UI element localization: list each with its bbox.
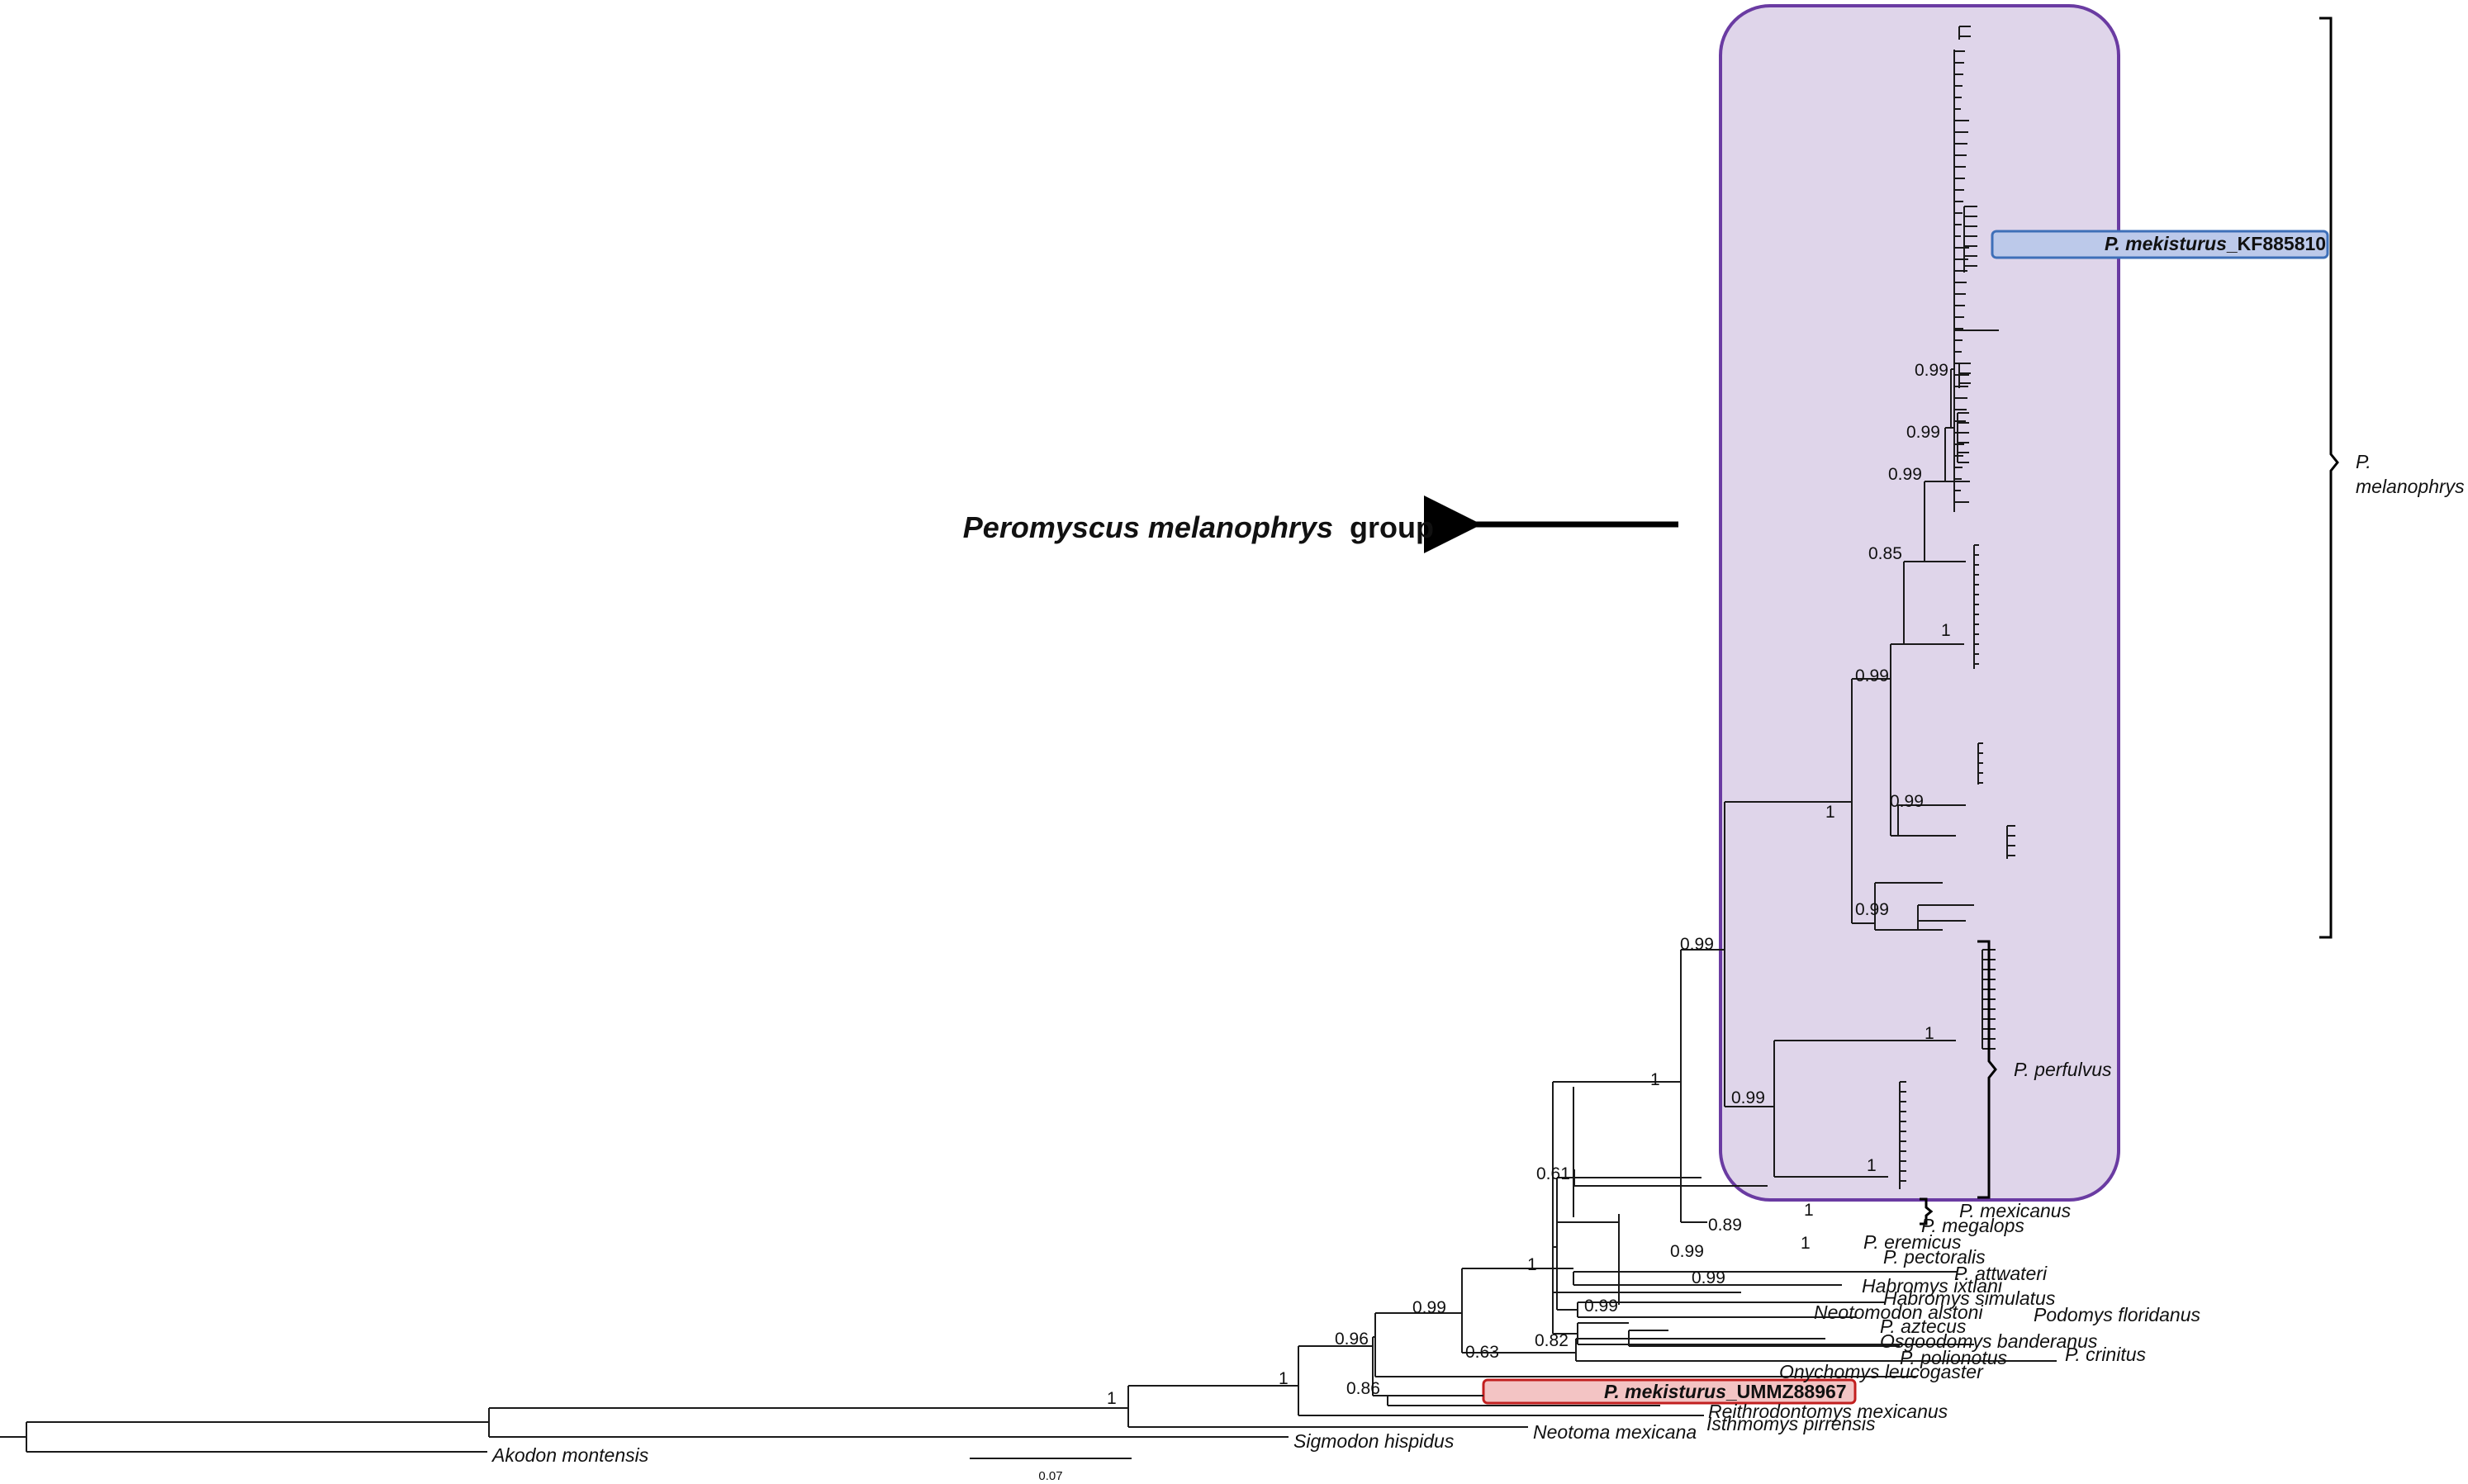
tip-label: Onychomys leucogaster: [1779, 1361, 1984, 1382]
support-value: 1: [1825, 803, 1835, 822]
group-label-plain: group: [1350, 510, 1434, 544]
support-value: 1: [1867, 1156, 1877, 1175]
support-value: 0.99: [1906, 423, 1940, 442]
support-value: 0.85: [1868, 544, 1902, 563]
support-value: 0.99: [1855, 900, 1889, 919]
tip-label: P. megalops: [1921, 1215, 2024, 1236]
support-value: 0.96: [1335, 1330, 1369, 1349]
support-value: 1: [1527, 1255, 1537, 1274]
support-value: 0.99: [1915, 361, 1948, 380]
um-accession: _UMMZ88967: [1725, 1381, 1847, 1402]
support-value: 0.82: [1535, 1331, 1569, 1350]
clade-label-melanophrys-1: P.: [2356, 451, 2371, 472]
tip-label: P. polionotus: [1900, 1347, 2008, 1368]
support-value: 1: [1941, 621, 1951, 640]
support-value: 0.99: [1680, 935, 1714, 954]
tip-label: P. mexicanus: [1959, 1200, 2072, 1221]
tip-label: Habromys simulatus: [1883, 1287, 2056, 1309]
clade-label-melanophrys-2: melanophrys: [2356, 476, 2465, 497]
tip-label: P. eremicus: [1863, 1231, 1962, 1253]
support-value: 1: [1279, 1369, 1289, 1388]
support-value: 0.63: [1465, 1343, 1499, 1362]
perfulvus-bracket: [1977, 940, 1997, 1199]
support-value: 1: [1925, 1024, 1934, 1043]
clade-brackets: [1920, 17, 2339, 1226]
tip-label: P. aztecus: [1880, 1316, 1967, 1337]
taxon-labels: P. mexicanus P. megalops P. eremicus P. …: [491, 1200, 2200, 1466]
scale-bar-label: 0.07: [1038, 1469, 1062, 1483]
mexicanus-bracket: [1920, 1197, 1934, 1226]
support-value: 1: [1107, 1389, 1117, 1408]
tip-label: Akodon montensis: [491, 1444, 649, 1466]
um-species: P. mekisturus: [1604, 1381, 1726, 1402]
tip-label: Sigmodon hispidus: [1293, 1430, 1455, 1452]
melanophrys-bracket: [2319, 17, 2339, 939]
tip-label: Habromys ixtlani: [1862, 1275, 2003, 1297]
kf-accession: _KF885810: [2226, 233, 2326, 254]
support-value: 0.61: [1536, 1164, 1570, 1183]
highlight-label-ummz88967: P. mekisturus_UMMZ88967: [1604, 1381, 1847, 1402]
group-label: Peromyscus melanophrys group: [963, 510, 1434, 544]
highlight-label-kf885810: P. mekisturus_KF885810: [2105, 233, 2326, 254]
support-value: 1: [1801, 1234, 1811, 1253]
support-value: 0.99: [1888, 465, 1922, 484]
highlight-box-ummz88967: [1482, 1378, 1857, 1405]
support-value: 0.99: [1670, 1242, 1704, 1261]
kf-species: P. mekisturus: [2105, 233, 2227, 254]
support-value: 0.99: [1692, 1268, 1725, 1287]
support-value: 0.89: [1708, 1216, 1742, 1235]
support-values: 0.99 0.99 0.99 0.85 1 0.99 1 0.99 0.99 0…: [1107, 361, 1951, 1408]
highlight-box-kf885810: [1991, 230, 2329, 259]
tip-label: Isthmomys pirrensis: [1706, 1413, 1876, 1434]
tip-label: Neotomodon alstoni: [1814, 1301, 1983, 1323]
tree-branches: [0, 949, 2057, 1453]
melanophrys-group-box: [1719, 4, 2120, 1202]
scale-bar: 0.07: [970, 1458, 1132, 1483]
tip-label: Osgoodomys banderanus: [1880, 1330, 2098, 1352]
group-label-italic: Peromyscus melanophrys: [963, 510, 1333, 544]
tree-branches-upper: [1573, 50, 1974, 1217]
support-value: 0.99: [1412, 1298, 1446, 1317]
support-value: 0.99: [1731, 1088, 1765, 1107]
tip-label: Reithrodontomys mexicanus: [1708, 1401, 1948, 1422]
tip-label: P. crinitus: [2065, 1344, 2147, 1365]
support-value: 1: [1804, 1201, 1814, 1220]
tip-label: P. pectoralis: [1883, 1246, 1986, 1268]
tip-label: P. attwateri: [1954, 1263, 2048, 1284]
support-value: 0.86: [1346, 1379, 1380, 1398]
clade-label-perfulvus: P. perfulvus: [2014, 1059, 2112, 1080]
support-value: 1: [1650, 1070, 1660, 1089]
support-value: 0.99: [1584, 1297, 1618, 1316]
support-value: 0.99: [1890, 792, 1924, 811]
tip-label: Neotoma mexicana: [1533, 1421, 1697, 1443]
tip-label: Podomys floridanus: [2034, 1304, 2200, 1325]
support-value: 0.99: [1855, 666, 1889, 685]
